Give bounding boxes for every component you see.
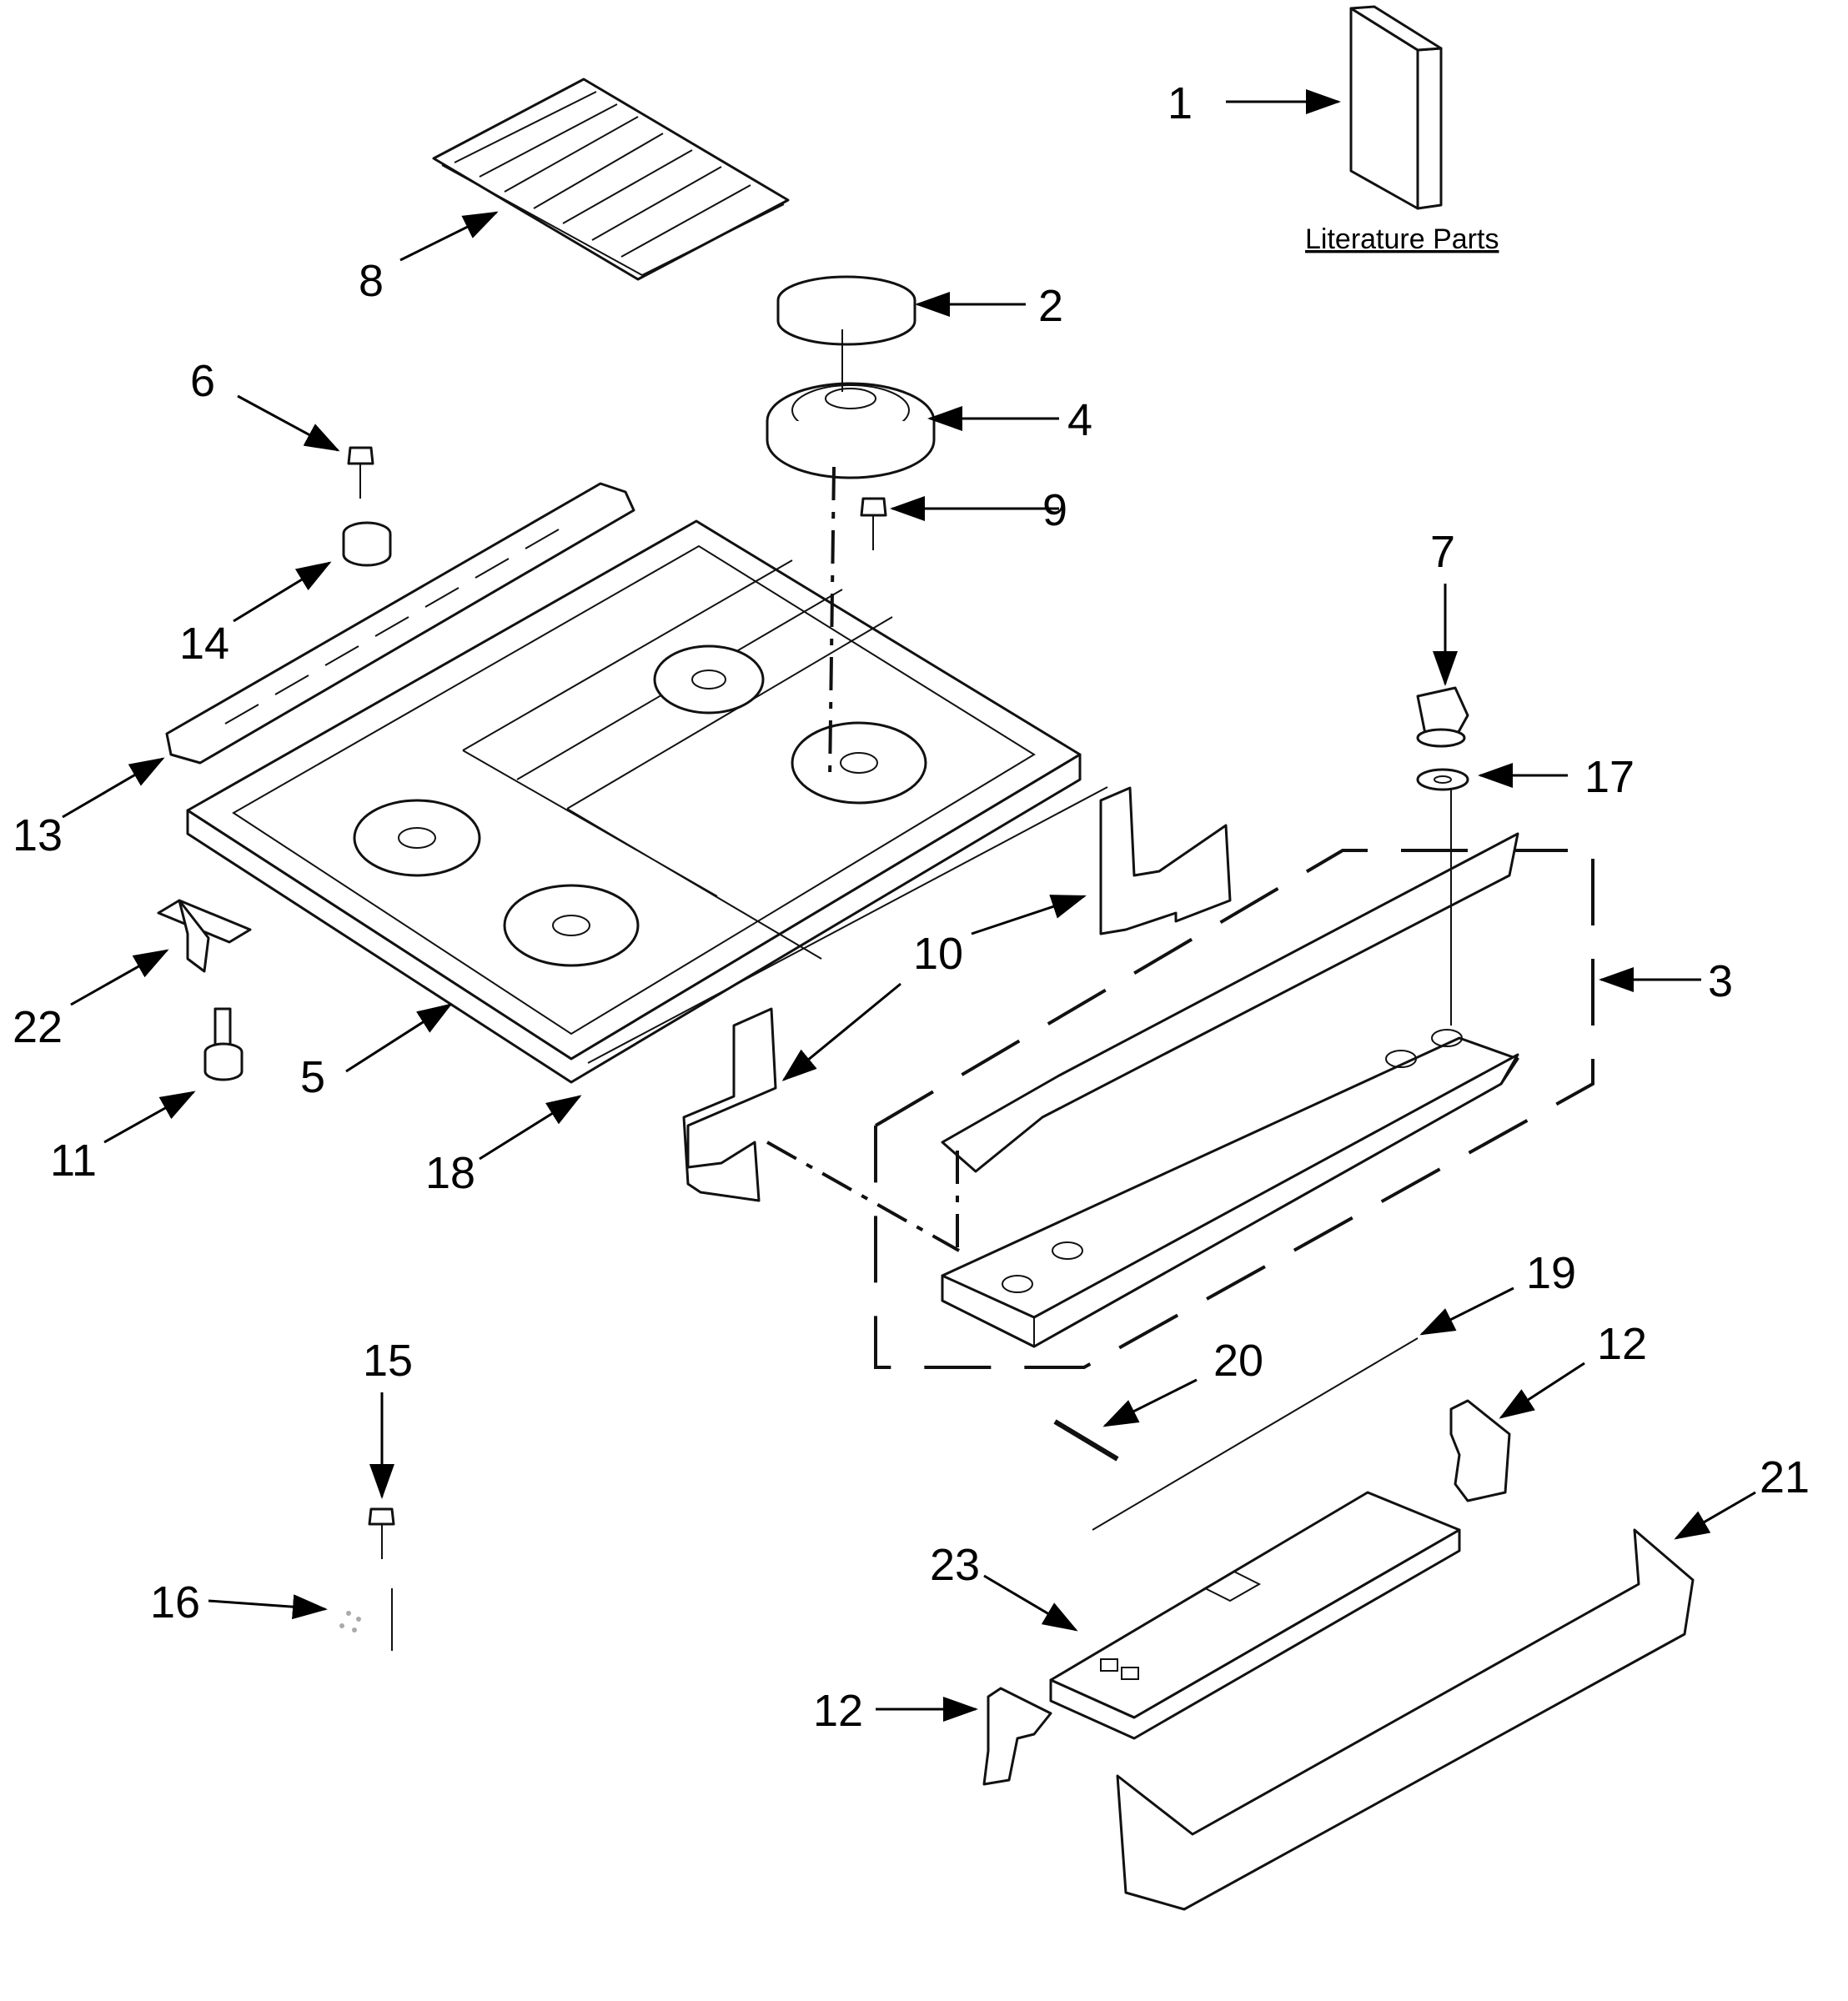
bracket-12-upper-part (1449, 1399, 1511, 1502)
literature-parts-label: Literature Parts (1305, 223, 1499, 255)
control-panel-assembly-part (874, 832, 1594, 1369)
rod-18-part (587, 786, 1108, 1064)
callout-22: 22 (13, 1002, 63, 1052)
callout-6: 6 (190, 356, 215, 406)
burner-cap-part (776, 275, 916, 346)
leveling-leg-part (203, 1007, 244, 1081)
callout-7: 7 (1430, 527, 1455, 577)
callout-14: 14 (179, 619, 229, 669)
rail-part (165, 482, 635, 765)
callout-10-upper: 10 (913, 929, 963, 979)
callout-12-lower: 12 (813, 1686, 863, 1736)
screw-15-part (368, 1507, 395, 1559)
callout-15: 15 (363, 1336, 413, 1386)
literature-part: Literature Parts (1305, 5, 1499, 255)
burner-base-part (766, 382, 936, 479)
callout-19: 19 (1526, 1248, 1576, 1298)
knob-part (1416, 686, 1469, 748)
grommet-part (342, 521, 392, 567)
bracket-10-upper-part (1099, 786, 1232, 935)
callout-17: 17 (1584, 752, 1635, 802)
callout-16: 16 (150, 1577, 200, 1627)
callout-23: 23 (930, 1540, 980, 1590)
screw-6-part (347, 446, 374, 499)
grate-part (432, 78, 790, 281)
leader-lines (62, 89, 1756, 1722)
callout-13: 13 (13, 810, 63, 860)
wire-19-part (1092, 1337, 1419, 1531)
callout-20: 20 (1213, 1336, 1263, 1386)
washer-part (1416, 768, 1469, 791)
callout-11: 11 (50, 1136, 97, 1186)
callout-21: 21 (1760, 1452, 1810, 1502)
control-board-part (1049, 1491, 1461, 1740)
screw-9-part (860, 497, 887, 550)
callout-12-upper: 12 (1597, 1319, 1647, 1369)
spacer-16-part (339, 1611, 361, 1632)
bracket-10-lower-part (682, 1007, 777, 1202)
cooktop-part (186, 519, 1082, 1084)
callout-3: 3 (1708, 956, 1733, 1006)
callout-9: 9 (1042, 485, 1067, 535)
callout-18: 18 (425, 1148, 475, 1198)
trim-21-part (1116, 1528, 1695, 1911)
callout-numbers: 1 2 3 4 5 6 7 8 9 10 10 11 12 12 13 14 1… (13, 78, 1810, 1736)
callout-1: 1 (1168, 78, 1193, 128)
callout-8: 8 (359, 256, 384, 306)
callout-4: 4 (1067, 395, 1092, 445)
callout-2: 2 (1038, 281, 1063, 331)
callout-5: 5 (300, 1052, 325, 1102)
rod-20-part (1053, 1419, 1119, 1462)
bracket-22-part (157, 899, 252, 973)
bracket-12-lower-part (982, 1687, 1052, 1786)
